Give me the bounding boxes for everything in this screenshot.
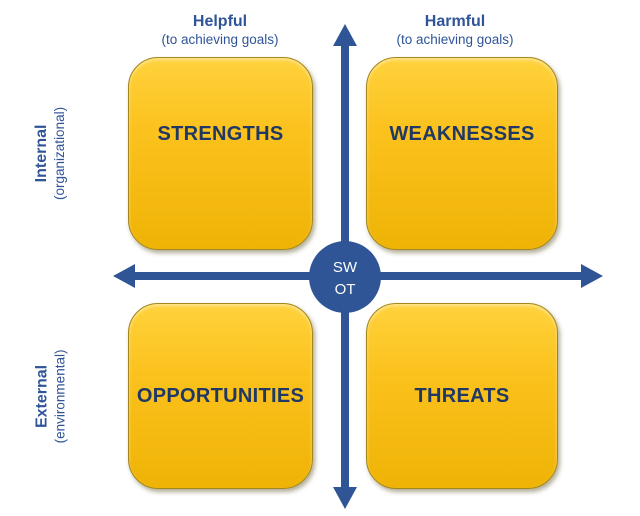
horizontal-axis-arrow [113,264,603,288]
opportunities-label: OPPORTUNITIES [136,384,305,407]
internal-sublabel: (organizational) [52,106,68,201]
axis-label-external: External (environmental) [8,303,94,489]
helpful-label: Helpful [192,13,248,30]
threats-label: THREATS [414,384,510,407]
weaknesses-label: WEAKNESSES [389,123,535,145]
vertical-axis-arrow [333,24,357,509]
harmful-label: Harmful [424,13,486,30]
internal-label: Internal [33,124,51,183]
quadrant-opportunities: OPPORTUNITIES [128,303,313,489]
harmful-sublabel: (to achieving goals) [396,32,514,47]
helpful-sublabel: (to achieving goals) [161,32,279,47]
axis-label-helpful: Helpful (to achieving goals) [120,12,320,49]
axis-label-internal: Internal (organizational) [8,57,94,250]
external-label: External [33,364,51,428]
center-circle [309,241,381,313]
strengths-label: STRENGTHS [157,123,284,145]
external-sublabel: (environmental) [52,349,68,443]
center-badge-line2: OT [335,281,356,298]
axis-label-harmful: Harmful (to achieving goals) [355,12,555,49]
center-badge-line1: SW [333,259,358,276]
quadrant-strengths: STRENGTHS [128,57,313,250]
quadrant-threats: THREATS [366,303,558,489]
quadrant-weaknesses: WEAKNESSES [366,57,558,250]
